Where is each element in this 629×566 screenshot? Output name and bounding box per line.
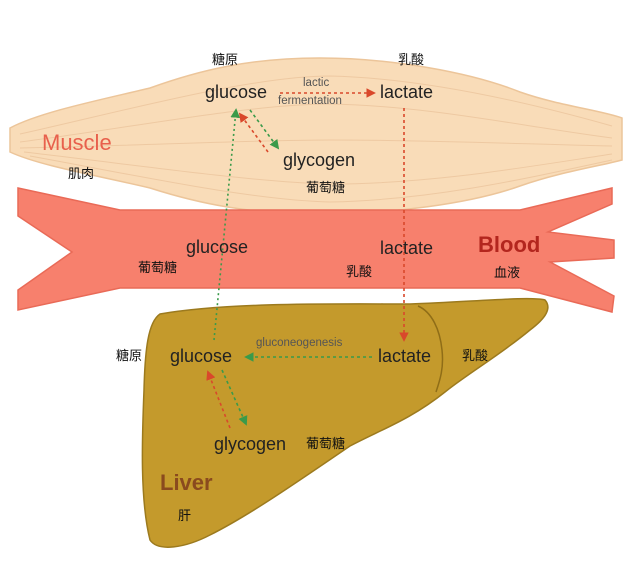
muscle-glycogen-label: glycogen (283, 150, 355, 170)
muscle-organ-label: Muscle (42, 130, 112, 155)
liver-lactate-label: lactate (378, 346, 431, 366)
arrow-glucose-to-muscle (213, 108, 241, 341)
liver-glucose-label: glucose (170, 346, 232, 366)
muscle-organ (9, 57, 623, 215)
muscle-process-line2: fermentation (278, 95, 342, 107)
arrow-muscle-glycogen-to-glucose (238, 112, 269, 153)
muscle-glycogen-cn: 葡萄糖 (306, 180, 345, 196)
liver-lactate-cn: 乳酸 (462, 349, 488, 364)
arrow-liver-glycogen-to-glucose (206, 370, 231, 429)
blood-glucose-cn: 葡萄糖 (138, 260, 177, 276)
liver-glucose-cn: 糖原 (116, 348, 142, 364)
blood-shape (17, 187, 615, 313)
muscle-lactate-label: lactate (380, 82, 433, 102)
muscle-process-line1: lactic (303, 77, 329, 89)
muscle-organ-label-cn: 肌肉 (68, 167, 94, 182)
liver-lobe-line (417, 305, 444, 393)
blood-vessel (17, 187, 615, 313)
blood-lactate-cn: 乳酸 (346, 265, 372, 280)
arrow-liver-glucose-to-glycogen (221, 369, 248, 426)
muscle-glucose-label: glucose (205, 82, 267, 102)
liver-glycogen-cn: 葡萄糖 (306, 436, 345, 452)
muscle-lactate-cn: 乳酸 (398, 53, 424, 68)
liver-process-label: gluconeogenesis (256, 337, 343, 349)
muscle-glucose-cn: 糖原 (212, 52, 238, 68)
blood-lactate-label: lactate (380, 238, 433, 258)
arrow-muscle-glucose-to-glycogen (249, 109, 280, 150)
blood-organ-label: Blood (478, 232, 540, 257)
liver-organ (141, 297, 549, 548)
blood-organ-label-cn: 血液 (494, 266, 520, 281)
liver-organ-label: Liver (160, 470, 213, 495)
liver-shape (141, 297, 549, 548)
liver-glycogen-label: glycogen (214, 434, 286, 454)
liver-organ-label-cn: 肝 (178, 509, 191, 524)
blood-glucose-label: glucose (186, 237, 248, 257)
muscle-fibers (19, 75, 613, 203)
